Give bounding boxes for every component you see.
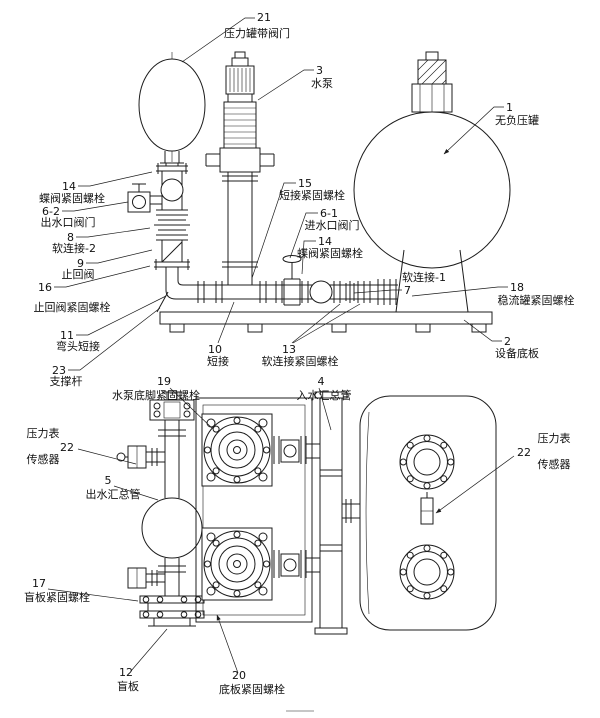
pipe-coupling	[309, 280, 333, 304]
callout-6-2-num: 6-2	[42, 205, 60, 218]
callout-6-2-text: 出水口阀门	[41, 215, 96, 229]
inlet-manifold	[314, 391, 360, 635]
blind-plate	[153, 617, 191, 627]
callout-3-num: 3	[316, 64, 323, 77]
callout-22b-line2: 传感器	[538, 458, 571, 471]
callout-23-num: 23	[52, 364, 66, 377]
callout-22a-num: 22	[60, 441, 74, 454]
callout-7-text: 软连接-1	[402, 270, 446, 284]
callout-2-text: 设备底板	[495, 346, 539, 360]
callout-19-num: 19	[157, 375, 171, 388]
callout-8-text: 软连接-2	[52, 241, 96, 255]
callout-14b-num: 14	[318, 235, 332, 248]
callout-19-text: 水泵底脚紧固螺栓	[112, 388, 200, 402]
pump-1-plan	[201, 413, 273, 487]
callout-22b-line1: 压力表	[538, 431, 571, 445]
callout-17-text: 盲板紧固螺栓	[24, 590, 90, 604]
non-negative-pressure-tank	[353, 51, 511, 313]
callout-17-num: 17	[32, 577, 46, 590]
callout-1-num: 1	[506, 101, 513, 114]
butterfly-valve	[160, 178, 184, 202]
pump-2-valve	[273, 550, 320, 578]
callout-7-num: 7	[404, 284, 411, 297]
callout-14b-text: 蝶阀紧固螺栓	[297, 246, 363, 260]
pressure-sensor-left	[116, 445, 165, 469]
callout-21-text: 压力罐带阀门	[224, 26, 290, 40]
callout-14a-num: 14	[62, 180, 76, 193]
callout-1-text: 无负压罐	[495, 113, 539, 127]
check-valve	[161, 240, 183, 263]
callout-10-num: 10	[208, 343, 222, 356]
callout-9-text: 止回阀	[62, 267, 95, 281]
pressure-sensor-right	[420, 492, 434, 525]
soft-connection-1	[345, 281, 359, 303]
callout-6-1-text: 进水口阀门	[305, 218, 360, 232]
inlet-valve	[282, 255, 302, 306]
stabilizer-tank-plan	[359, 395, 497, 631]
callout-22a-line2: 传感器	[27, 453, 60, 466]
callout-4-text: 入水汇总管	[297, 388, 352, 402]
tank-legs	[395, 249, 469, 313]
callout-13-num: 13	[282, 343, 296, 356]
sensor-branch-lower	[127, 567, 165, 589]
outlet-manifold-assembly	[116, 391, 205, 627]
outlet-valve-stack	[127, 163, 190, 313]
manhole-flange-1	[399, 434, 455, 490]
callout-16-num: 16	[38, 281, 52, 294]
pump-1-valve	[273, 436, 320, 464]
callout-9-num: 9	[77, 257, 84, 270]
callout-21-num: 21	[257, 11, 271, 24]
callout-11-num: 11	[60, 329, 74, 342]
callout-2-num: 2	[504, 335, 511, 348]
callout-labels: 21 压力罐带阀门 3 水泵 1 无负压罐 14 蝶阀紧固螺栓 6-2 出水口阀…	[24, 11, 575, 696]
plan-view	[116, 391, 497, 712]
leader-lines	[47, 17, 515, 674]
callout-18-num: 18	[510, 281, 524, 294]
pump-2-plan	[201, 527, 273, 601]
outlet-tank-circle	[141, 497, 203, 559]
callout-16-text: 止回阀紧固螺栓	[34, 300, 111, 314]
callout-14a-text: 蝶阀紧固螺栓	[39, 191, 105, 205]
callout-15-num: 15	[298, 177, 312, 190]
callout-6-1-num: 6-1	[320, 207, 338, 220]
callout-20-num: 20	[232, 669, 246, 682]
callout-22b-num: 22	[517, 446, 531, 459]
callout-10-text: 短接	[207, 354, 229, 368]
pressure-tank-with-valve	[138, 52, 206, 166]
soft-connection-2	[154, 219, 190, 241]
blind-plate-assembly	[139, 595, 205, 627]
callout-3-text: 水泵	[311, 77, 333, 90]
callout-5-text: 出水汇总管	[86, 487, 141, 501]
callout-11-text: 弯头短接	[56, 339, 100, 353]
callout-20-text: 底板紧固螺栓	[219, 682, 285, 696]
callout-18-text: 稳流罐紧固螺栓	[498, 293, 575, 307]
callout-5-num: 5	[105, 474, 112, 487]
callout-23-text: 支撑杆	[50, 374, 83, 388]
side-view	[127, 51, 511, 333]
elbow-short-connection	[165, 276, 184, 300]
suction-pipeline	[176, 255, 398, 306]
callout-12-text: 盲板	[117, 679, 139, 693]
callout-8-num: 8	[67, 231, 74, 244]
callout-4-num: 4	[318, 375, 325, 388]
callout-12-num: 12	[119, 666, 133, 679]
water-pump	[205, 51, 275, 285]
callout-15-text: 短接紧固螺栓	[279, 188, 345, 202]
pump-base-frame	[195, 397, 320, 623]
manhole-flange-2	[399, 544, 455, 600]
callout-13-text: 软连接紧固螺栓	[262, 354, 339, 368]
callout-22a-line1: 压力表	[27, 426, 60, 440]
